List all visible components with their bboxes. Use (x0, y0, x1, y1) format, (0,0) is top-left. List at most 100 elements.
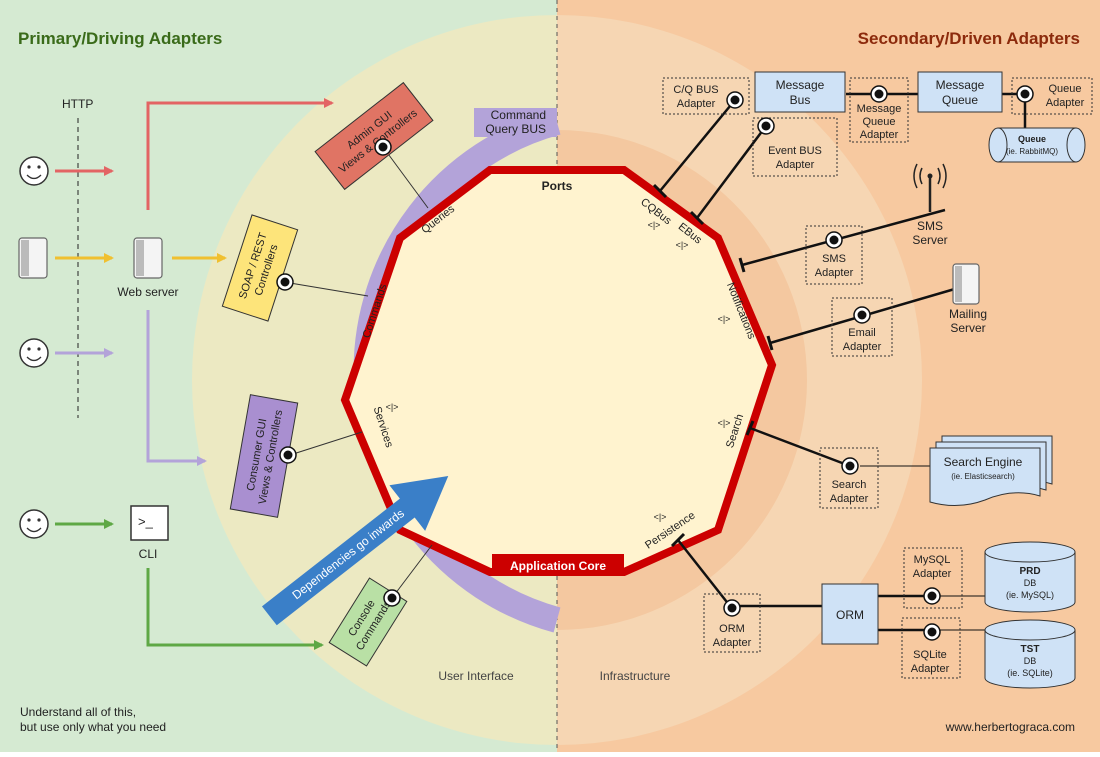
email-adapter-box (831, 297, 893, 357)
sms-adapter-box (805, 225, 863, 285)
tst-db-line3: (ie. SQLite) (1007, 668, 1053, 678)
console-arrow (146, 568, 324, 650)
orm-adapter-line1: ORM (719, 623, 745, 635)
mysql-adapter-line2: Adapter (913, 568, 952, 580)
admin-gui-arrow (146, 98, 334, 210)
web-server-label: Web server (117, 285, 178, 299)
mq-adapter-line3: Adapter (860, 129, 899, 141)
sms-adapter-plug-icon (825, 231, 843, 249)
cq-bus-adapter-box (662, 77, 750, 115)
soap-rest-connector (289, 282, 369, 297)
prd-db-cylinder (984, 541, 1076, 613)
orm-adapter-plug-icon (723, 599, 741, 617)
port-persistence-symbol: <|> (654, 512, 667, 522)
prd-db-line1: PRD (1019, 566, 1040, 577)
cq-bus-adapter-line2: Adapter (677, 98, 716, 110)
console-connector (391, 544, 433, 599)
tst-db-line2: DB (1024, 656, 1037, 666)
consumer-gui-adapter: Consumer GUI Views & Controllers (229, 394, 299, 518)
smiley-user-icon (19, 509, 49, 539)
soap-rest-plug-icon (276, 273, 294, 291)
primary-heading: Primary/Driving Adapters (18, 29, 222, 48)
secondary-heading: Secondary/Driven Adapters (858, 29, 1080, 48)
queue-db-line1: Queue (1018, 134, 1046, 144)
zone-infrastructure: Infrastructure (600, 669, 671, 683)
command-query-bus-label-bg (474, 108, 557, 137)
bus-label-line2: Query BUS (485, 122, 546, 136)
email-adapter-plug-icon (853, 306, 871, 324)
http-label: HTTP (62, 97, 93, 111)
search-adapter-line2: Adapter (830, 493, 869, 505)
prd-db-line3: (ie. MySQL) (1006, 590, 1054, 600)
ports-title: Ports (542, 179, 573, 193)
message-queue-plug-icon (870, 85, 888, 103)
mailing-server-line2: Server (950, 321, 985, 335)
message-queue-line1: Message (936, 78, 985, 92)
email-adapter-line2: Adapter (843, 341, 882, 353)
port-t-ends (652, 183, 774, 548)
queue-db-cylinder (988, 127, 1086, 163)
message-queue-box (917, 71, 1003, 113)
server-icon (18, 237, 48, 279)
mysql-adapter-box (903, 547, 963, 609)
sms-adapter-line1: SMS (822, 253, 846, 265)
admin-gui-connector (382, 146, 429, 209)
mysql-adapter-line1: MySQL (914, 554, 951, 566)
cq-bus-plug-icon (726, 91, 744, 109)
mailing-server-line1: Mailing (949, 307, 987, 321)
port-search-symbol: <|> (718, 418, 731, 428)
cq-bus-adapter-line1: C/Q BUS (673, 84, 718, 96)
bus-label-line1: Command (491, 108, 546, 122)
smiley-user-icon (19, 338, 49, 368)
event-bus-adapter-line1: Event BUS (768, 145, 822, 157)
message-queue-line2: Queue (942, 93, 978, 107)
port-services-symbol: <|> (386, 402, 399, 412)
mq-adapter-line1: Message (857, 103, 902, 115)
tst-db-cylinder (984, 619, 1076, 689)
port-notifications-symbol: <|> (718, 314, 731, 324)
footer-website: www.herbertograca.com (945, 720, 1075, 734)
search-engine-line1: Search Engine (944, 455, 1023, 469)
event-bus-adapter-box (752, 117, 838, 177)
search-adapter-plug-icon (841, 457, 859, 475)
orm-adapter-line2: Adapter (713, 637, 752, 649)
queue-adapter-box (1011, 77, 1093, 115)
mailing-server-icon (952, 263, 980, 305)
search-engine-doc-icon (929, 435, 1053, 506)
sms-antenna-icon (913, 163, 947, 212)
search-adapter-line1: Search (832, 479, 867, 491)
mysql-adapter-plug-icon (923, 587, 941, 605)
message-bus-box (754, 71, 846, 113)
port-ebus-symbol: <|> (676, 240, 689, 250)
consumer-gui-connector (289, 431, 363, 456)
message-queue-adapter-box (849, 77, 909, 143)
search-engine-line2: (ie. Elasticsearch) (951, 472, 1015, 481)
consumer-gui-arrow (146, 310, 207, 466)
orm-box (821, 583, 879, 645)
prd-db-line2: DB (1024, 578, 1037, 588)
sms-server-line1: SMS (917, 219, 943, 233)
message-bus-line1: Message (776, 78, 825, 92)
terminal-prompt: >_ (138, 514, 154, 529)
orm-adapter-box (703, 593, 761, 653)
terminal-icon: >_ (130, 505, 169, 541)
sqlite-adapter-plug-icon (923, 623, 941, 641)
sqlite-adapter-line2: Adapter (911, 663, 950, 675)
application-core-label: Application Core (510, 559, 606, 573)
orm-label: ORM (836, 608, 864, 622)
mq-adapter-line2: Queue (862, 116, 895, 128)
application-core-label-bg (492, 554, 624, 576)
sqlite-adapter-line1: SQLite (913, 649, 947, 661)
footer-left-line1: Understand all of this, (20, 705, 136, 719)
web-server-icon (133, 237, 163, 279)
zone-user-interface: User Interface (438, 669, 514, 683)
event-bus-plug-icon (757, 117, 775, 135)
queue-db-line2: (ie. RabbitMQ) (1006, 147, 1058, 156)
queue-adapter-plug-icon (1016, 85, 1034, 103)
queue-adapter-line1: Queue (1048, 83, 1081, 95)
sms-adapter-line2: Adapter (815, 267, 854, 279)
sqlite-adapter-box (901, 617, 961, 679)
queue-adapter-line2: Adapter (1046, 97, 1085, 109)
